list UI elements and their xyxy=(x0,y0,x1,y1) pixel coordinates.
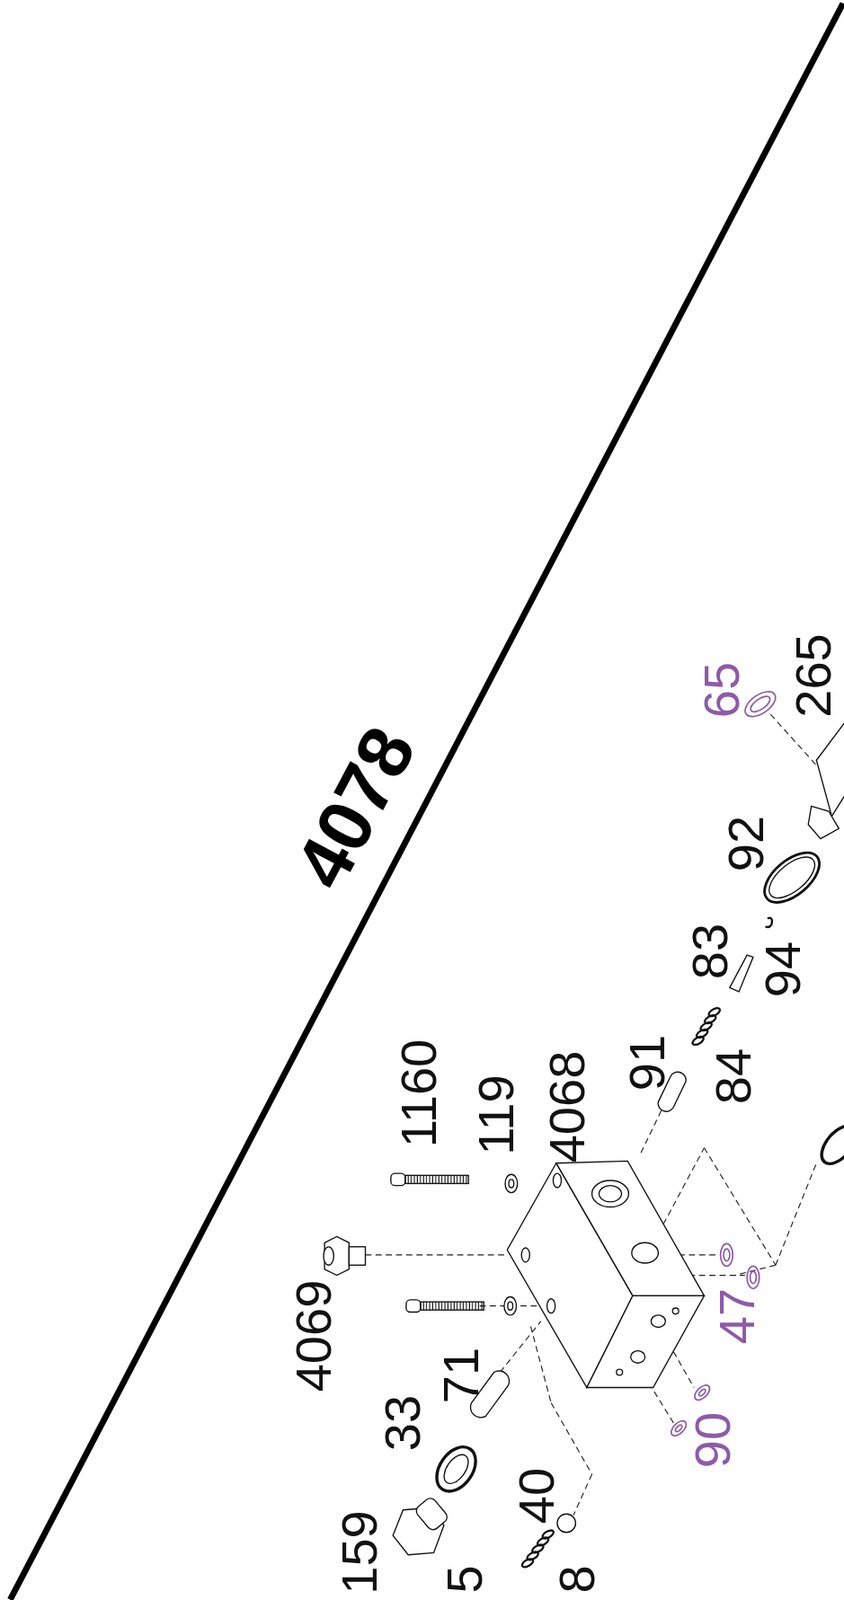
manifold-block xyxy=(506,1161,704,1388)
purple-seals xyxy=(668,686,781,1440)
callout-number: 4069 xyxy=(288,1280,339,1394)
fittings xyxy=(323,719,844,1556)
callout-number: 119 xyxy=(470,1074,522,1155)
callout-number: 92 xyxy=(720,816,772,872)
callout-number: 40 xyxy=(511,1467,562,1524)
callout-number: 83 xyxy=(684,923,736,980)
callout-number: 8 xyxy=(551,1565,603,1594)
callout-number: 94 xyxy=(757,941,809,998)
callout-number: 33 xyxy=(377,1395,428,1452)
section-line xyxy=(9,3,844,1600)
callout-number: 84 xyxy=(708,1048,759,1105)
callout-number: 90 xyxy=(687,1412,738,1469)
callout-number: 47 xyxy=(711,1288,763,1345)
assembly-number: 4078 xyxy=(282,716,428,900)
callout-number: 159 xyxy=(334,1510,385,1595)
callout-number: 91 xyxy=(621,1035,673,1092)
dashed-leaders xyxy=(364,714,817,1516)
callout-number: 1160 xyxy=(393,1039,445,1148)
callout-number: 5 xyxy=(439,1565,490,1594)
callout-number: 265 xyxy=(788,633,839,718)
callout-number: 4068 xyxy=(541,1051,593,1164)
callout-number: 71 xyxy=(435,1347,487,1404)
callout-number: 65 xyxy=(696,661,747,718)
